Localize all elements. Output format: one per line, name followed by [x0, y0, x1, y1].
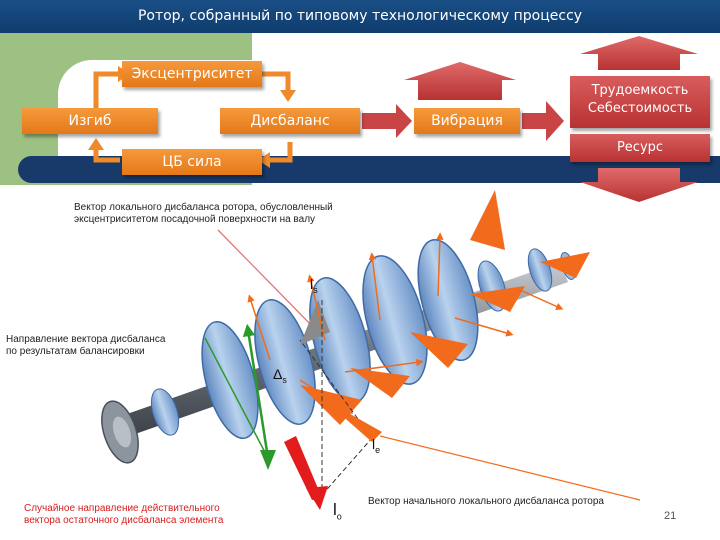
orange-wedge: [540, 252, 590, 278]
box-imbalance: Дисбаланс: [220, 108, 360, 134]
rotor-disks: [201, 238, 479, 440]
arrow-imbalance-to-vibration: [362, 104, 412, 138]
slide-title: Ротор, собранный по типовому технологиче…: [0, 0, 720, 33]
green-balancing-line: [204, 337, 269, 459]
annotation-random-line2: вектора остаточного дисбаланса элемента: [24, 515, 224, 526]
green-vector-arrow: [242, 323, 270, 459]
arrow-down-below-resource: [580, 168, 698, 202]
le-arrow: [322, 398, 382, 442]
box-labor-cost-line1: Трудоемкость: [591, 83, 689, 98]
orange-wedge: [470, 286, 525, 312]
arrow-up-above-vibration: [404, 62, 516, 100]
orange-wedge: [410, 332, 468, 368]
box-labor-cost-line2: Себестоимость: [587, 101, 693, 116]
cycle-arrow-left-up: [93, 71, 120, 108]
box-labor-cost: Трудоемкость Себестоимость: [570, 76, 710, 128]
cycle-arrow-right-down: [262, 71, 291, 92]
annotation-local-vector-line2: эксцентриситетом посадочной поверхности …: [74, 214, 316, 225]
annotation-random-line1: Случайное направление действительного: [24, 503, 220, 514]
annotation-balancing-line1: Направление вектора дисбаланса: [6, 334, 166, 345]
box-cb-force: ЦБ сила: [122, 149, 262, 175]
box-eccentricity: Эксцентриситет: [122, 61, 262, 87]
annotation-initial-vector: Вектор начального локального дисбаланса …: [368, 496, 604, 507]
rotor-disk: [362, 255, 428, 385]
annotation-balancing-line2: по результатам балансировки: [6, 346, 145, 357]
orange-initial-line: [379, 435, 641, 501]
symbol-le: le: [372, 436, 381, 455]
symbol-delta-s: Δs: [273, 366, 287, 385]
red-random-arrow: [284, 436, 322, 500]
right-coupling: [527, 248, 553, 292]
orange-wedge: [350, 368, 410, 398]
cycle-arrow-right-up: [268, 142, 293, 163]
symbol-ls: ls: [310, 276, 318, 295]
box-bending: Изгиб: [22, 108, 158, 134]
dashed-line: [321, 437, 373, 496]
annotation-balancing: Направление вектора дисбаланса по резуль…: [6, 334, 206, 358]
rotor-disk: [254, 299, 316, 425]
orange-wedge: [470, 190, 505, 250]
cycle-arrow-left-down: [93, 148, 120, 163]
arrow-up-above-cost: [580, 36, 698, 70]
box-vibration: Вибрация: [414, 108, 520, 134]
slide-number: 21: [664, 510, 677, 522]
box-resource: Ресурс: [570, 134, 710, 162]
pointer-line-local-vector: [217, 229, 317, 331]
rotor-disk: [201, 320, 259, 440]
annotation-local-vector-line1: Вектор локального дисбаланса ротора, обу…: [74, 202, 333, 213]
left-hub: [150, 388, 180, 436]
annotation-local-vector: Вектор локального дисбаланса ротора, обу…: [74, 202, 404, 226]
rotor-disk: [417, 238, 479, 362]
arrow-vibration-to-cost: [522, 101, 564, 141]
annotation-random: Случайное направление действительного ве…: [24, 503, 274, 527]
symbol-lo: lo: [333, 500, 342, 522]
